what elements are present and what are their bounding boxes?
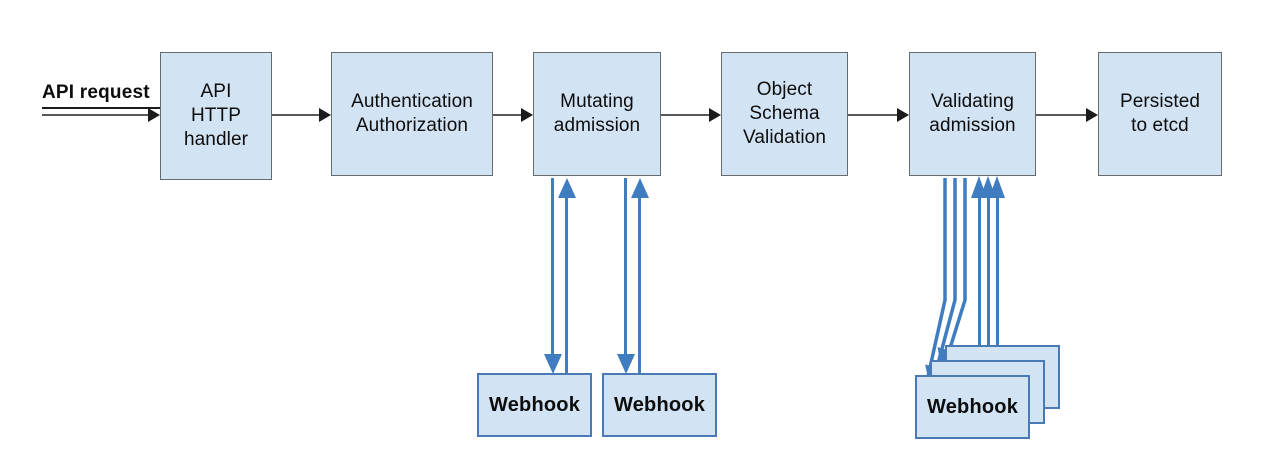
connector-mutating-webhook-2-up [638,196,641,373]
connector-mutating-webhook-2-down [624,178,627,355]
connector-auth-to-mutating [493,114,522,116]
pipeline-box-api-http-handler[interactable]: API HTTP handler [160,52,272,180]
connector-mutating-to-schema [661,114,710,116]
arrowhead-mutating-webhook-1-up [557,178,576,198]
arrowhead-api-to-auth [319,108,331,122]
arrowhead-validating-webhook-up-3 [988,176,1005,198]
pipeline-box-object-schema-validation[interactable]: Object Schema Validation [721,52,848,176]
connector-validating-webhook-up-2 [987,194,990,424]
api-request-underline [42,107,160,109]
webhook-box-mutating-2[interactable]: Webhook [602,373,717,437]
connector-mutating-webhook-1-down [551,178,554,355]
connector-entry-to-api [42,114,149,116]
arrowhead-auth-to-mutating [521,108,533,122]
api-request-label: API request [42,82,150,103]
pipeline-box-mutating-admission[interactable]: Mutating admission [533,52,661,176]
connector-validating-webhook-up-3 [996,194,999,439]
arrowhead-entry-to-api [148,108,160,122]
pipeline-box-persisted-to-etcd[interactable]: Persisted to etcd [1098,52,1222,176]
arrowhead-mutating-webhook-2-down [616,354,635,374]
connector-validating-to-etcd [1036,114,1087,116]
connector-mutating-webhook-1-up [565,196,568,373]
arrowhead-validating-to-etcd [1086,108,1098,122]
connector-schema-to-validating [848,114,898,116]
arrowhead-schema-to-validating [897,108,909,122]
connector-api-to-auth [272,114,320,116]
arrowhead-mutating-webhook-2-up [630,178,649,198]
arrowhead-mutating-to-schema [709,108,721,122]
webhook-box-validating-front[interactable]: Webhook [915,375,1030,439]
pipeline-box-authentication-authorization[interactable]: Authentication Authorization [331,52,493,176]
pipeline-box-validating-admission[interactable]: Validating admission [909,52,1036,176]
arrowhead-mutating-webhook-1-down [543,354,562,374]
connector-validating-webhook-up-1 [978,194,981,409]
webhook-box-mutating-1[interactable]: Webhook [477,373,592,437]
